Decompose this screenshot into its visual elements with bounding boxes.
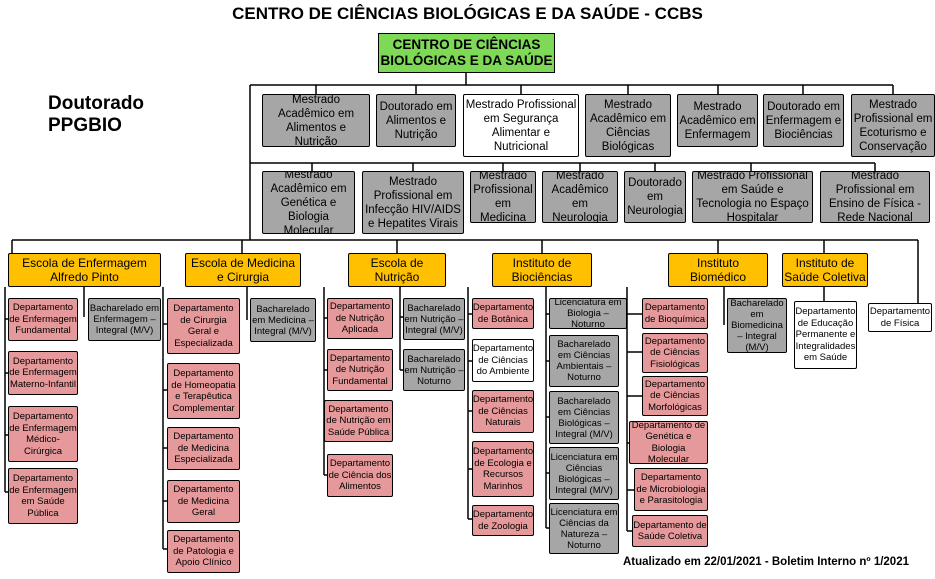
course-box: Licenciatura em Ciências da Natureza – N…: [549, 503, 619, 554]
department-box: Departamento de Bioquímica: [642, 298, 708, 329]
course-box: Bacharelado em Nutrição – Integral (M/V): [403, 298, 465, 340]
department-box: Departamento de Física: [868, 303, 932, 332]
program-box: Mestrado Profissional em Segurança Alime…: [463, 94, 579, 157]
department-box: Departamento de Ciências Fisiológicas: [642, 333, 708, 373]
department-box: Departamento de Medicina Especializada: [167, 427, 240, 470]
department-box: Departamento de Nutrição Aplicada: [327, 298, 393, 339]
course-box: Bacharelado em Biomedicina – Integral (M…: [727, 298, 787, 353]
doutorado-ppgbio-label: Doutorado PPGBIO: [48, 93, 145, 136]
course-box: Bacharelado em Ciências Ambientais – Not…: [549, 335, 619, 387]
program-box: Mestrado Acadêmico em Ciências Biológica…: [585, 94, 671, 157]
department-box: Departamento de Enfermagem Materno-Infan…: [8, 351, 78, 395]
department-box: Departamento de Educação Permanente e In…: [794, 301, 857, 369]
page-title: CENTRO DE CIÊNCIAS BIOLÓGICAS E DA SAÚDE…: [232, 4, 703, 23]
course-box: Bacharelado em Medicina – Integral (M/V): [250, 298, 316, 342]
program-box: Mestrado Profissional em Ecoturismo e Co…: [851, 94, 935, 157]
school-box: Escola de Enfermagem Alfredo Pinto: [8, 253, 161, 287]
school-box: Escola de Medicina e Cirurgia: [185, 253, 301, 287]
department-box: Departamento de Ciências do Ambiente: [472, 339, 534, 382]
department-box: Departamento de Homeopatia e Terapêutica…: [167, 363, 240, 419]
department-box: Departamento de Ciências Morfológicas: [642, 376, 708, 416]
department-box: Departamento de Medicina Geral: [167, 480, 240, 523]
department-box: Departamento de Patologia e Apoio Clínic…: [167, 530, 240, 573]
program-box: Mestrado Acadêmico em Alimentos e Nutriç…: [262, 94, 370, 147]
program-box: Mestrado Profissional em Saúde e Tecnolo…: [692, 171, 813, 223]
department-box: Departamento de Microbiologia e Parasito…: [634, 468, 708, 511]
program-box: Mestrado Acadêmico em Enfermagem: [677, 94, 758, 147]
department-box: Departamento de Nutrição em Saúde Públic…: [324, 400, 393, 442]
course-box: Licenciatura em Ciências Biológicas – In…: [549, 447, 619, 500]
department-box: Departamento de Genética e Biologia Mole…: [629, 421, 708, 464]
footer-update-note: Atualizado em 22/01/2021 - Boletim Inter…: [622, 556, 909, 568]
course-box: Bacharelado em Ciências Biológicas – Int…: [549, 391, 619, 444]
program-box: Doutorado em Enfermagem e Biociências: [763, 94, 844, 147]
program-box: Mestrado Profissional em Infecção HIV/AI…: [362, 171, 464, 234]
course-box: Bacharelado em Enfermagem – Integral (M/…: [88, 298, 161, 341]
program-box: Mestrado Acadêmico em Genética e Biologi…: [262, 171, 355, 234]
department-box: Departamento de Zoologia: [472, 505, 534, 536]
school-box: Instituto de Saúde Coletiva: [782, 253, 868, 287]
department-box: Departamento de Ecologia e Recursos Mari…: [472, 441, 534, 497]
department-box: Departamento de Ciências Naturais: [472, 390, 534, 433]
school-box: Instituto Biomédico: [668, 253, 768, 287]
department-box: Departamento de Nutrição Fundamental: [327, 349, 393, 391]
program-box: Mestrado Acadêmico em Neurologia: [542, 171, 618, 223]
department-box: Departamento de Ciência dos Alimentos: [327, 454, 393, 497]
course-box: Licenciatura em Biologia – Noturno: [549, 298, 627, 329]
program-box: Doutorado em Neurologia: [624, 171, 686, 223]
program-box: Doutorado em Alimentos e Nutrição: [376, 94, 456, 147]
department-box: Departamento de Botânica: [472, 298, 534, 329]
department-box: Departamento de Enfermagem Fundamental: [8, 298, 78, 341]
school-box: Instituto de Biociências: [492, 253, 592, 287]
program-box: Mestrado Profissional em Ensino de Físic…: [820, 171, 930, 223]
course-box: Bacharelado em Nutrição – Noturno: [403, 349, 465, 391]
department-box: Departamento de Saúde Coletiva: [632, 515, 708, 547]
department-box: Departamento de Enfermagem em Saúde Públ…: [8, 468, 78, 524]
department-box: Departamento de Enfermagem Médico-Cirúrg…: [8, 406, 78, 462]
ccbs-unit-box: CENTRO DE CIÊNCIAS BIOLÓGICAS E DA SAÚDE: [378, 33, 555, 73]
school-box: Escola de Nutrição: [348, 253, 446, 287]
department-box: Departamento de Cirurgia Geral e Especia…: [167, 298, 240, 354]
program-box: Mestrado Profissional em Medicina: [470, 171, 536, 223]
